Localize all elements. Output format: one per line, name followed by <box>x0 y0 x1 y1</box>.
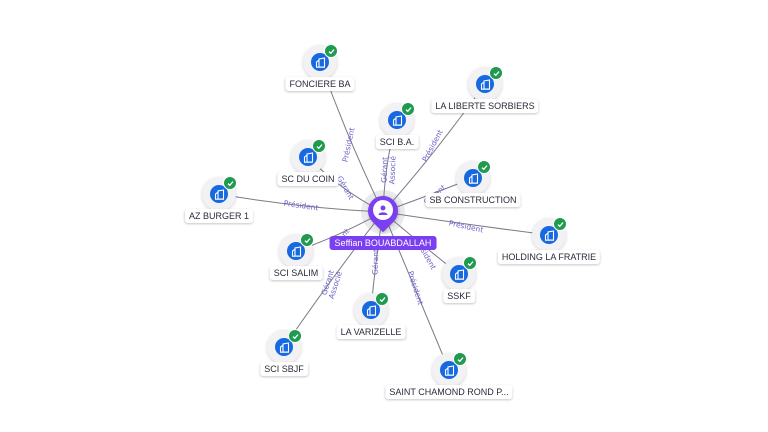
relation-label-la-varizelle: Gérant <box>371 249 381 275</box>
company-label-sci-salim[interactable]: SCI SALIM <box>269 266 323 280</box>
company-label-sskf[interactable]: SSKF <box>443 289 475 303</box>
building-icon <box>540 226 558 244</box>
building-icon <box>299 148 317 166</box>
edge-saint-chamond-rond-p <box>382 211 450 371</box>
relation-label-holding-la-fratrie: Président <box>448 218 484 234</box>
relation-label-az-burger-1: Président <box>283 199 319 213</box>
verified-check-icon <box>477 160 491 174</box>
verified-check-icon <box>300 233 314 247</box>
company-node-sci-ba[interactable] <box>380 102 415 137</box>
company-label-holding-la-fratrie[interactable]: HOLDING LA FRATRIE <box>497 250 601 264</box>
verified-check-icon <box>453 352 467 366</box>
company-label-la-varizelle[interactable]: LA VARIZELLE <box>336 325 406 339</box>
building-icon <box>450 265 468 283</box>
building-icon <box>476 75 494 93</box>
verified-check-icon <box>401 102 415 116</box>
company-label-saint-chamond-rond-p[interactable]: SAINT CHAMOND ROND P... <box>385 385 513 399</box>
verified-check-icon <box>312 139 326 153</box>
company-node-saint-chamond-rond-p[interactable] <box>432 352 467 387</box>
company-node-sci-sbjf[interactable] <box>267 329 302 364</box>
building-icon <box>275 338 293 356</box>
company-node-sskf[interactable] <box>442 256 477 291</box>
relation-label-la-liberte-sorbiers: Président <box>420 128 444 163</box>
company-node-sc-du-coin[interactable] <box>291 139 326 174</box>
building-icon <box>287 242 305 260</box>
company-label-la-liberte-sorbiers[interactable]: LA LIBERTE SORBIERS <box>431 99 539 113</box>
company-node-holding-la-fratrie[interactable] <box>532 217 567 252</box>
person-name-label[interactable]: Seffian BOUABDALLAH <box>329 236 437 250</box>
company-label-az-burger-1[interactable]: AZ BURGER 1 <box>184 209 254 223</box>
building-icon <box>388 111 406 129</box>
person-icon <box>373 200 393 220</box>
building-icon <box>464 169 482 187</box>
company-label-sci-ba[interactable]: SCI B.A. <box>375 135 419 149</box>
building-icon <box>440 361 458 379</box>
company-node-sci-salim[interactable] <box>279 233 314 268</box>
verified-check-icon <box>553 217 567 231</box>
person-node[interactable] <box>361 189 405 234</box>
company-node-la-varizelle[interactable] <box>354 292 389 327</box>
building-icon <box>311 53 329 71</box>
relation-label-sci-sbjf: GérantAssocié <box>319 267 344 300</box>
verified-check-icon <box>288 329 302 343</box>
verified-check-icon <box>463 256 477 270</box>
company-node-fonciere-ba[interactable] <box>303 44 338 79</box>
edge-holding-la-fratrie <box>382 211 550 236</box>
verified-check-icon <box>324 44 338 58</box>
verified-check-icon <box>375 292 389 306</box>
building-icon <box>362 301 380 319</box>
company-label-sc-du-coin[interactable]: SC DU COIN <box>277 172 339 186</box>
company-label-sb-construction[interactable]: SB CONSTRUCTION <box>425 193 521 207</box>
relation-label-sci-ba: GérantAssocié <box>380 155 398 184</box>
relation-label-saint-chamond-rond-p: Président <box>406 270 425 306</box>
company-node-sb-construction[interactable] <box>456 160 491 195</box>
building-icon <box>210 185 228 203</box>
company-node-la-liberte-sorbiers[interactable] <box>468 66 503 101</box>
verified-check-icon <box>223 176 237 190</box>
relation-label-fonciere-ba: Président <box>340 127 356 163</box>
edge-az-burger-1 <box>218 193 384 213</box>
company-label-fonciere-ba[interactable]: FONCIERE BA <box>285 77 355 91</box>
company-node-az-burger-1[interactable] <box>202 176 237 211</box>
verified-check-icon <box>489 66 503 80</box>
company-label-sci-sbjf[interactable]: SCI SBJF <box>260 362 308 376</box>
